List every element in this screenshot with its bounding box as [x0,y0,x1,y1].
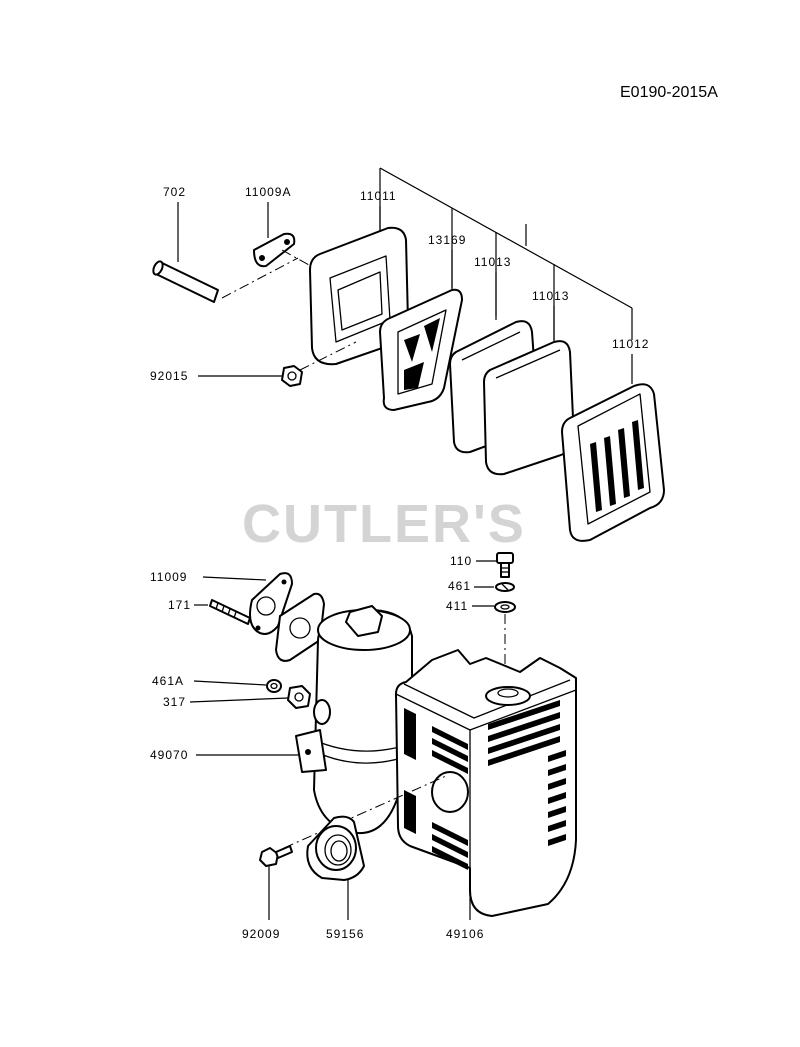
label-11013-first: 11013 [474,255,511,269]
label-49106: 49106 [446,927,484,941]
part-11013-foam-element-2 [483,340,575,476]
part-317-nut [287,685,311,709]
label-171: 171 [168,598,191,612]
label-411: 411 [446,599,468,613]
label-11009a: 11009A [245,185,291,199]
part-110-bolt [496,552,514,578]
label-461: 461 [448,579,471,593]
label-461a: 461A [152,674,184,688]
part-92009-bolt [259,845,293,867]
part-461a-washer [266,679,282,693]
label-110: 110 [450,554,472,568]
part-59156-spark-arrester [306,815,365,881]
label-11012: 11012 [612,337,649,351]
label-11013-second: 11013 [532,289,569,303]
part-461-lock-washer [495,582,515,592]
part-171-stud [209,599,251,625]
part-11012-air-cleaner-cover [561,383,665,542]
label-92009: 92009 [242,927,280,941]
part-411-washer [494,601,516,613]
part-702-breather-pipe [152,257,299,303]
label-317: 317 [163,695,186,709]
label-11009: 11009 [150,570,187,584]
part-11009-gasket [249,572,293,635]
label-92015: 92015 [150,369,188,383]
label-49070: 49070 [150,748,188,762]
watermark: CUTLER'S [242,494,526,554]
part-11009a-gasket [253,232,319,271]
label-702: 702 [163,185,186,199]
label-59156: 59156 [326,927,364,941]
label-11011: 11011 [360,189,397,203]
part-92015-nut [281,365,303,387]
label-13169: 13169 [428,233,466,247]
part-13169-element-frame [379,288,463,411]
reference-code: E0190-2015A [620,84,718,101]
part-49070-muffler [275,592,413,835]
part-49106-muffler-cover [395,649,577,917]
assembly-bracket-11010 [379,167,633,340]
